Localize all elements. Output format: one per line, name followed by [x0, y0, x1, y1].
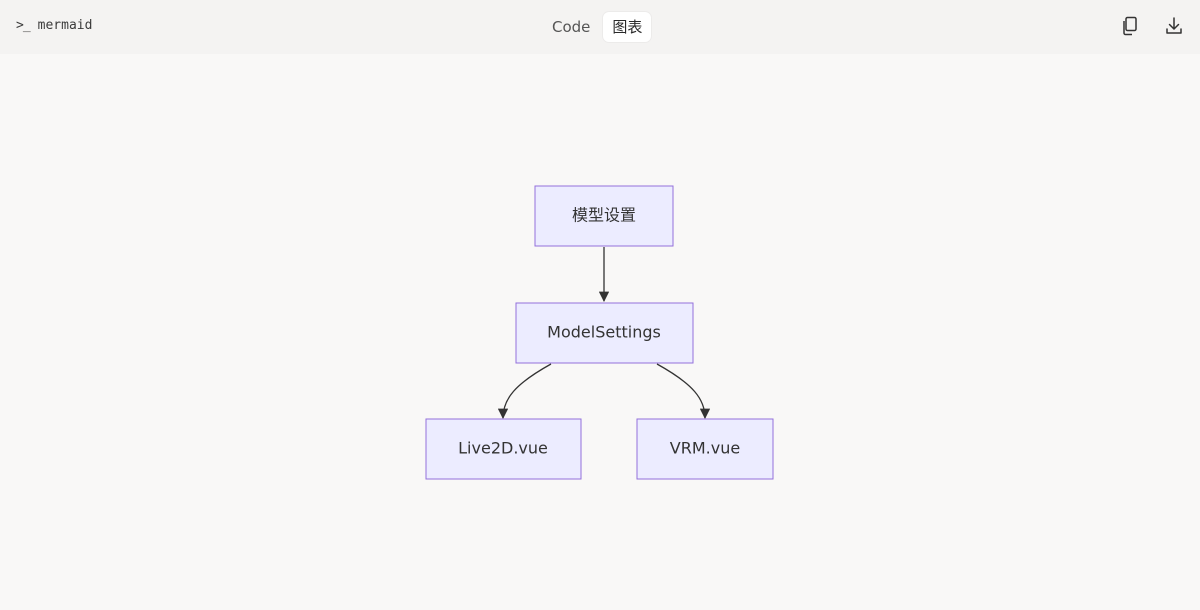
terminal-prompt-icon: >_ — [16, 18, 31, 33]
diagram-canvas: 模型设置 ModelSettings Live2D.vue VRM.vue — [0, 54, 1200, 610]
flowchart-diagram: 模型设置 ModelSettings Live2D.vue VRM.vue — [425, 185, 774, 480]
copy-icon — [1123, 16, 1137, 36]
node-live2d-vue: Live2D.vue — [425, 418, 582, 480]
tab-code[interactable]: Code — [552, 18, 591, 36]
edge-b-d — [656, 363, 711, 420]
node-label: VRM.vue — [670, 439, 740, 458]
language-label: >_ mermaid — [16, 18, 92, 33]
node-vrm-vue: VRM.vue — [636, 418, 774, 480]
node-label: Live2D.vue — [458, 439, 548, 458]
node-model-settings-zh: 模型设置 — [534, 185, 674, 247]
header-actions — [1120, 14, 1184, 38]
node-model-settings: ModelSettings — [515, 302, 694, 364]
download-button[interactable] — [1164, 14, 1184, 38]
view-tabs: Code 图表 — [543, 12, 652, 42]
language-name: mermaid — [37, 18, 93, 33]
download-icon — [1166, 17, 1182, 34]
tab-diagram[interactable]: 图表 — [603, 12, 652, 42]
edge-b-c — [497, 363, 552, 420]
node-label: 模型设置 — [572, 206, 636, 225]
copy-button[interactable] — [1120, 14, 1140, 38]
code-block-header: >_ mermaid Code 图表 — [0, 0, 1200, 54]
node-label: ModelSettings — [547, 323, 661, 342]
